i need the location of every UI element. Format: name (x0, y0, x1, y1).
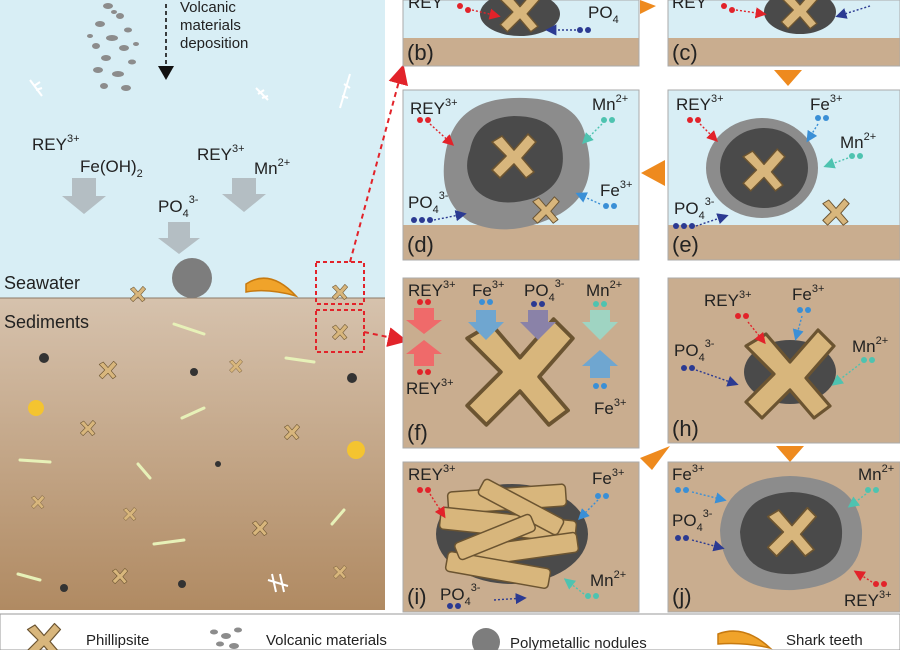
svg-text:REY3+: REY3+ (32, 133, 80, 154)
highlight-box-sediment (315, 309, 365, 353)
deposition-label-2: materials (180, 17, 241, 34)
svg-text:Fe3+: Fe3+ (594, 397, 626, 418)
legend-shark: Shark teeth (786, 632, 863, 649)
deposition-label-1: Volcanic (180, 0, 236, 16)
panel-b: REY PO4 (b) (402, 0, 640, 67)
sediment-contents (16, 322, 365, 593)
seawater-label: Seawater (4, 273, 80, 293)
svg-text:Fe3+: Fe3+ (592, 467, 624, 488)
svg-text:REY3+: REY3+ (410, 97, 458, 118)
svg-text:Mn2+: Mn2+ (590, 569, 626, 590)
flux-arrows (62, 178, 266, 254)
svg-text:REY3+: REY3+ (676, 93, 724, 114)
nodule-legend-icon (472, 628, 500, 650)
panel-e: REY3+ Fe3+ Mn2+ PO43- (e) (667, 89, 900, 261)
shark-legend-icon (717, 630, 773, 650)
panel-label-h: (h) (672, 416, 699, 441)
volcanic-legend-icon (210, 627, 242, 649)
panel-d: REY3+ Mn2+ Fe3+ PO43- (d) (402, 89, 640, 261)
nodule-icon (172, 258, 212, 298)
panel-c: REY (c) (667, 0, 900, 67)
svg-text:REY: REY (408, 0, 443, 12)
svg-text:PO43-: PO43- (158, 194, 199, 220)
svg-text:PO43-: PO43- (674, 196, 715, 222)
svg-text:REY3+: REY3+ (408, 463, 456, 484)
svg-text:Mn2+: Mn2+ (840, 131, 876, 152)
panel-label-e: (e) (672, 232, 699, 257)
panel-label-d: (d) (407, 232, 434, 257)
panel-h: REY3+ Fe3+ PO43- Mn2+ (h) (667, 277, 900, 444)
legend-phillipsite: Phillipsite (86, 632, 149, 649)
svg-text:PO43-: PO43- (674, 338, 715, 364)
svg-text:Fe(OH)2: Fe(OH)2 (80, 157, 143, 180)
left-panel: Volcanic materials deposition REY3+ Fe(O… (0, 0, 408, 610)
feoh-label: Fe(OH) (80, 157, 137, 176)
svg-text:Fe3+: Fe3+ (792, 283, 824, 304)
svg-text:Mn2+: Mn2+ (586, 279, 622, 300)
svg-text:Mn2+: Mn2+ (254, 157, 290, 178)
svg-text:REY3+: REY3+ (844, 589, 892, 610)
po4-label: PO (158, 197, 183, 216)
svg-text:REY3+: REY3+ (704, 289, 752, 310)
mn-label: Mn (254, 159, 278, 178)
legend-nodules: Polymetallic nodules (510, 635, 647, 650)
svg-text:Fe3+: Fe3+ (600, 179, 632, 200)
svg-text:Mn2+: Mn2+ (592, 93, 628, 114)
svg-text:REY3+: REY3+ (408, 279, 456, 300)
legend-volcanic: Volcanic materials (266, 632, 387, 649)
seawater-layer (0, 0, 385, 298)
svg-text:Fe3+: Fe3+ (472, 279, 504, 300)
panel-label-f: (f) (407, 420, 428, 445)
sediments-label: Sediments (4, 312, 89, 332)
deposition-label-3: deposition (180, 35, 248, 52)
panel-label-c: (c) (672, 40, 698, 65)
rey-label: REY (32, 135, 67, 154)
svg-text:PO43-: PO43- (440, 582, 481, 608)
svg-text:Fe3+: Fe3+ (672, 463, 704, 484)
svg-text:REY3+: REY3+ (197, 143, 245, 164)
panel-j: Fe3+ Mn2+ PO43- REY3+ (j) (667, 461, 900, 613)
shark-tooth-icon (245, 277, 299, 298)
panel-label-b: (b) (407, 40, 434, 65)
rey-label-2: REY (197, 145, 232, 164)
svg-text:PO4: PO4 (588, 3, 619, 26)
panel-label-j: (j) (672, 584, 692, 609)
panel-i: REY3+ Fe3+ Mn2+ PO43- (i) (402, 461, 640, 613)
fish-bone-icons (29, 73, 351, 109)
panel-f: REY3+ REY3+ Fe3+ PO43- Mn2+ Fe3+ (f) (402, 277, 640, 449)
svg-text:Mn2+: Mn2+ (858, 463, 894, 484)
panel-label-i: (i) (407, 584, 427, 609)
svg-text:PO43-: PO43- (408, 190, 449, 216)
svg-text:REY3+: REY3+ (406, 377, 454, 398)
highlight-box-seafloor (315, 261, 365, 305)
svg-text:Mn2+: Mn2+ (852, 335, 888, 356)
sediment-layer (0, 298, 385, 610)
svg-text:PO43-: PO43- (672, 508, 713, 534)
svg-text:PO43-: PO43- (524, 278, 565, 304)
svg-text:Fe3+: Fe3+ (810, 93, 842, 114)
volcanic-particles (87, 3, 139, 91)
legend: Phillipsite Volcanic materials Polymetal… (0, 613, 900, 650)
svg-text:REY: REY (672, 0, 707, 12)
